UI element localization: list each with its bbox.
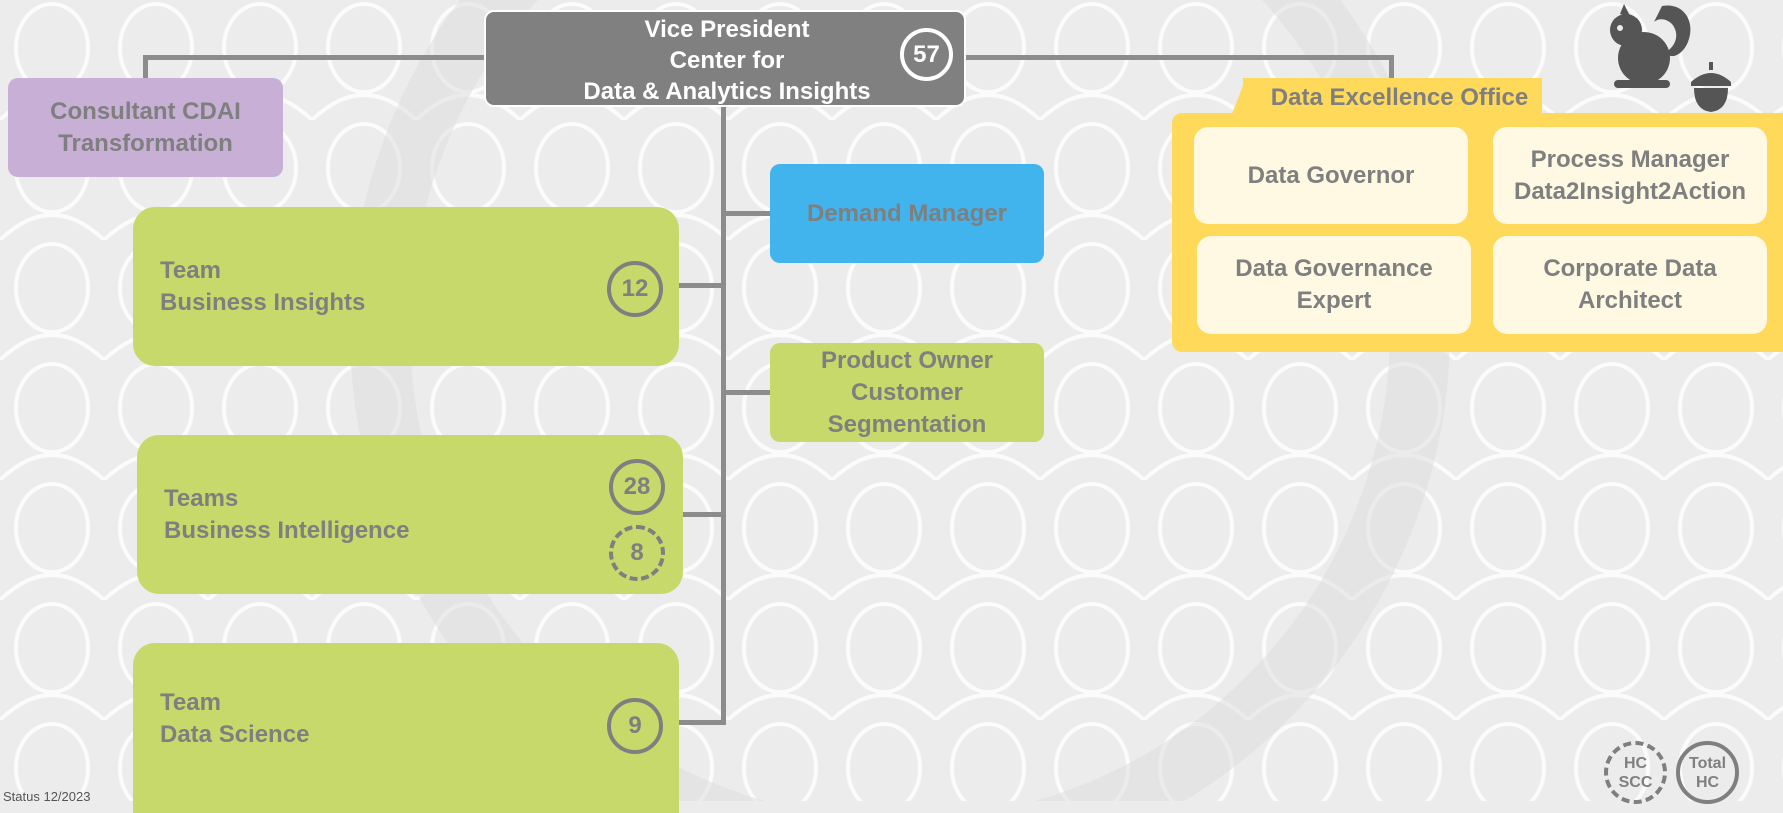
consultant-box[interactable]: Consultant CDAI Transformation bbox=[8, 78, 283, 177]
connector-trunk bbox=[721, 107, 726, 725]
data-excellence-tab bbox=[1243, 78, 1542, 124]
team-bint-line1: Teams bbox=[164, 484, 239, 512]
team-data-science[interactable]: Team Data Science 9 bbox=[133, 643, 679, 813]
connector-team-bi bbox=[678, 283, 723, 288]
demand-manager-label: Demand Manager bbox=[806, 199, 1008, 227]
role-cda-line1: Corporate Data bbox=[1543, 255, 1717, 282]
product-owner-line1: Product Owner bbox=[820, 346, 994, 374]
legend-total-hc: Total HC bbox=[1676, 741, 1739, 804]
team-ds-headcount: 9 bbox=[628, 712, 642, 739]
data-excellence-tab-slant bbox=[1228, 78, 1246, 124]
team-bint-line2: Business Intelligence bbox=[164, 516, 410, 544]
product-owner-line2: Customer bbox=[850, 378, 964, 406]
role-cda-line2: Architect bbox=[1577, 287, 1683, 314]
team-bint-hc-scc-badge: 8 bbox=[609, 525, 665, 581]
demand-manager-box[interactable]: Demand Manager bbox=[770, 164, 1044, 263]
role-data-governance-expert[interactable]: Data Governance Expert bbox=[1197, 236, 1471, 334]
connector-top-right-drop bbox=[1389, 55, 1394, 78]
connector-top-right bbox=[966, 55, 1394, 60]
role-process-manager[interactable]: Process Manager Data2Insight2Action bbox=[1493, 127, 1767, 224]
vp-headcount: 57 bbox=[913, 41, 940, 68]
team-bi-headcount-badge: 12 bbox=[607, 261, 663, 317]
team-bi-line1: Team bbox=[160, 256, 221, 284]
team-ds-headcount-badge: 9 bbox=[607, 698, 663, 754]
team-bint-hc-scc: 8 bbox=[630, 539, 644, 566]
team-bi-line2: Business Insights bbox=[160, 288, 366, 316]
connector-team-ds bbox=[678, 720, 723, 725]
legend-hc-scc-line2: SCC bbox=[1618, 773, 1653, 791]
role-data-governor[interactable]: Data Governor bbox=[1194, 127, 1468, 224]
connector-demand bbox=[726, 211, 770, 216]
role-process-manager-line1: Process Manager bbox=[1530, 145, 1730, 173]
legend-hc-scc: HC SCC bbox=[1604, 741, 1667, 804]
connector-team-bint bbox=[682, 512, 723, 517]
vp-title-line2: Center for bbox=[669, 47, 785, 74]
vp-headcount-badge: 57 bbox=[900, 28, 953, 81]
vp-title-line3: Data & Analytics Insights bbox=[583, 78, 871, 105]
team-bi-headcount: 12 bbox=[621, 275, 649, 302]
team-business-insights[interactable]: Team Business Insights 12 bbox=[133, 207, 679, 366]
status-label: Status 12/2023 bbox=[3, 789, 91, 804]
team-business-intelligence[interactable]: Teams Business Intelligence 28 8 bbox=[137, 435, 683, 594]
legend-total-line1: Total bbox=[1688, 754, 1727, 772]
product-owner-line3: Segmentation bbox=[827, 410, 987, 438]
role-corporate-data-architect[interactable]: Corporate Data Architect bbox=[1493, 236, 1767, 334]
legend-total-line2: HC bbox=[1695, 773, 1720, 791]
team-bint-headcount: 28 bbox=[623, 473, 651, 500]
vp-box[interactable]: Vice President Center for Data & Analyti… bbox=[484, 10, 966, 107]
team-ds-line1: Team bbox=[160, 689, 221, 716]
acorn-icon bbox=[1691, 62, 1731, 112]
role-dge-line2: Expert bbox=[1296, 287, 1372, 314]
role-data-governor-line1: Data Governor bbox=[1247, 161, 1415, 189]
legend-hc-scc-line1: HC bbox=[1623, 754, 1648, 772]
team-bint-headcount-badge: 28 bbox=[609, 459, 665, 515]
connector-top-left bbox=[143, 55, 484, 60]
squirrel-icon bbox=[1610, 4, 1691, 88]
consultant-line2: Transformation bbox=[58, 129, 233, 157]
connector-top-left-drop bbox=[143, 55, 148, 78]
vp-title-line1: Vice President bbox=[644, 16, 810, 43]
consultant-line1: Consultant CDAI bbox=[50, 97, 241, 125]
data-excellence-title: Data Excellence Office bbox=[1270, 84, 1529, 111]
role-dge-line1: Data Governance bbox=[1235, 255, 1433, 282]
role-process-manager-line2: Data2Insight2Action bbox=[1513, 177, 1747, 205]
connector-product-owner bbox=[726, 390, 770, 395]
product-owner-box[interactable]: Product Owner Customer Segmentation bbox=[770, 343, 1044, 442]
team-ds-line2: Data Science bbox=[160, 721, 310, 748]
